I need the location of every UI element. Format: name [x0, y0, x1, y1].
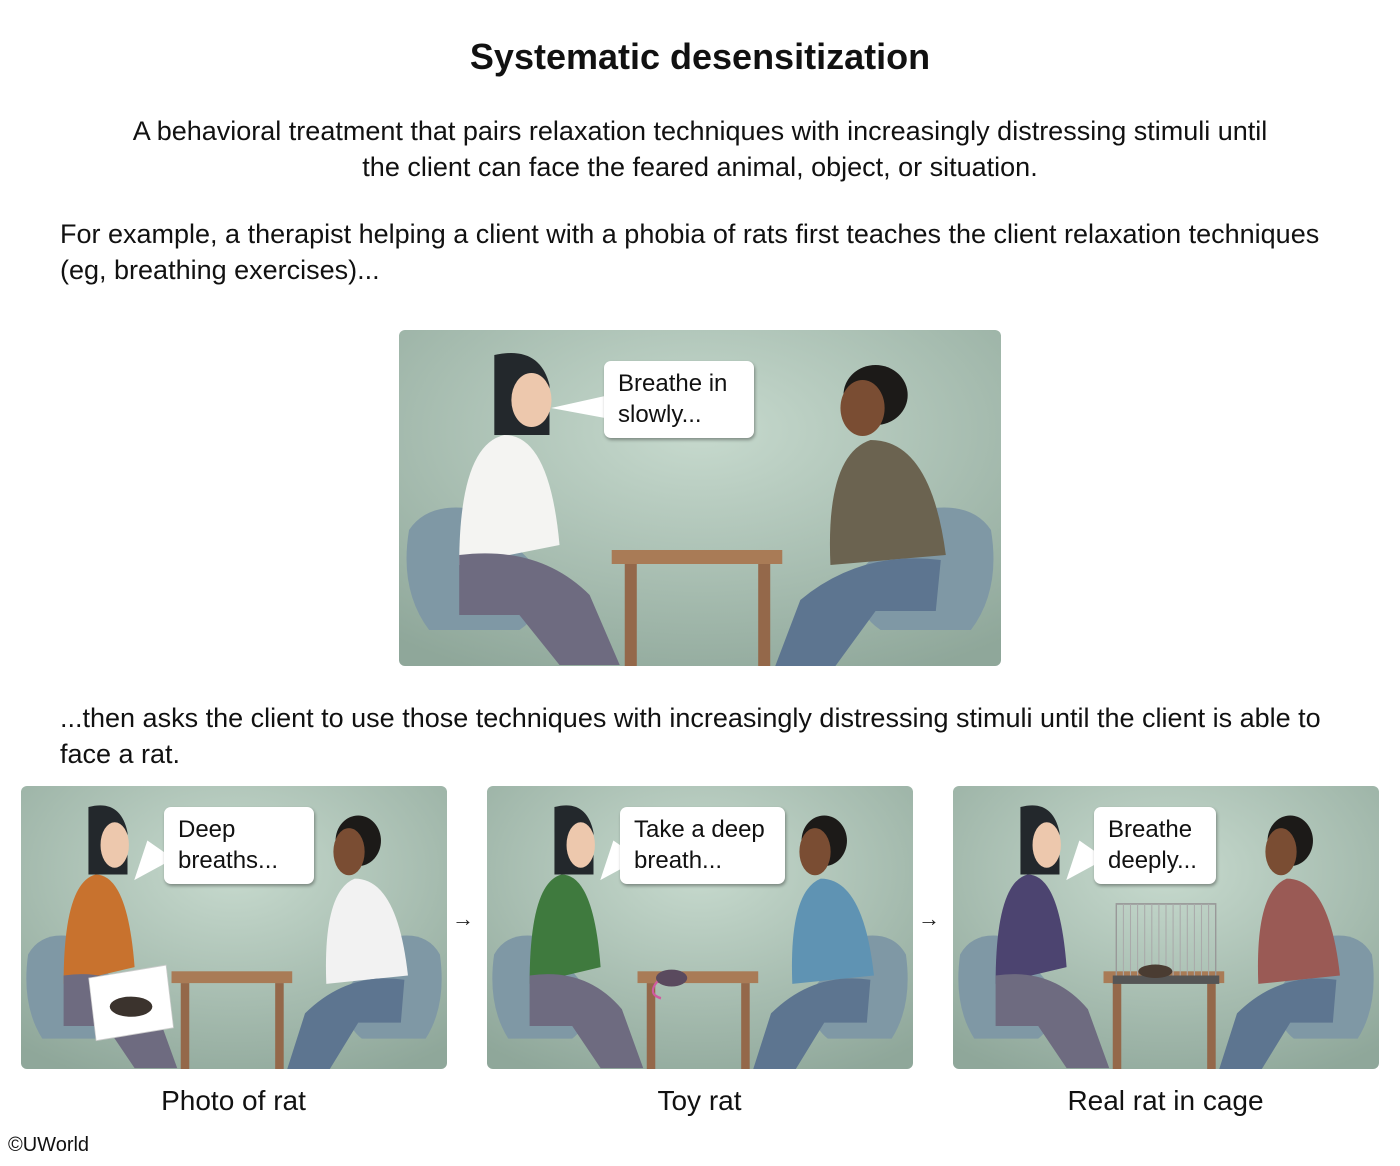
therapist-figure	[995, 805, 1110, 1069]
therapist-figure	[529, 805, 644, 1069]
copyright-text: ©UWorld	[8, 1134, 90, 1156]
speech-bubble: Deep breaths...	[164, 807, 314, 884]
table	[637, 971, 759, 1069]
definition-text: A behavioral treatment that pairs relaxa…	[132, 116, 1268, 182]
speech-bubble-tail	[551, 396, 605, 418]
speech-bubble: Breathe in slowly...	[604, 361, 754, 438]
therapist-figure	[459, 353, 620, 665]
caption-toy-rat: Toy rat	[657, 1085, 742, 1116]
followup-text: ...then asks the client to use those tec…	[60, 703, 1321, 769]
main-scene-illustration: Breathe in slowly...	[399, 330, 1001, 666]
client-figure	[1219, 815, 1340, 1069]
page-title: Systematic desensitization	[469, 36, 931, 77]
rat-cage	[1112, 903, 1220, 984]
intro-text: For example, a therapist helping a clien…	[60, 219, 1320, 285]
toy-rat	[651, 969, 688, 1000]
therapy-scene-image	[21, 786, 447, 1069]
rat-photo	[88, 964, 174, 1042]
therapy-scene-image	[487, 786, 913, 1069]
step-real-rat-illustration: Breathe deeply...	[953, 786, 1379, 1069]
client-figure	[287, 815, 408, 1069]
speech-bubble: Breathe deeply...	[1094, 807, 1216, 884]
caption-real-rat: Real rat in cage	[1067, 1085, 1264, 1116]
therapy-scene-image	[953, 786, 1379, 1069]
speech-bubble: Take a deep breath...	[620, 807, 785, 884]
client-figure	[775, 365, 946, 666]
arrow-icon: →	[918, 906, 940, 931]
table	[171, 971, 293, 1069]
table	[611, 550, 783, 666]
step-toy-rat-illustration: Take a deep breath...	[487, 786, 913, 1069]
client-figure	[753, 815, 874, 1069]
caption-photo-of-rat: Photo of rat	[161, 1085, 306, 1116]
arrow-icon: →	[452, 906, 474, 931]
step-photo-of-rat-illustration: Deep breaths...	[21, 786, 447, 1069]
